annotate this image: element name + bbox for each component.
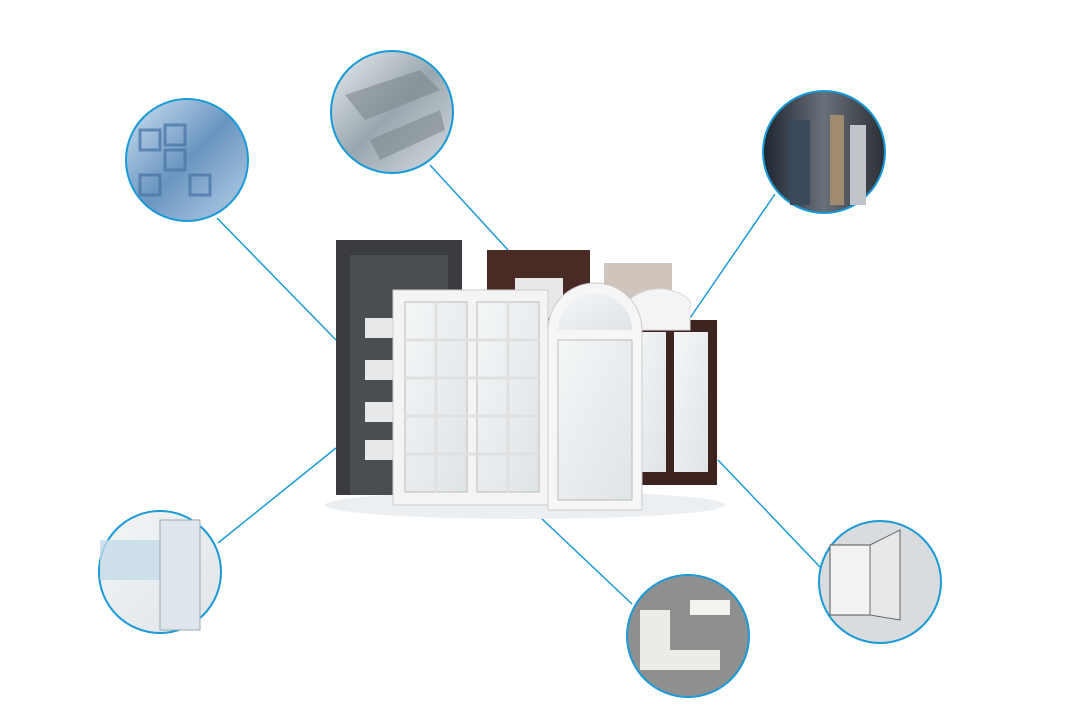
doors-and-windows — [325, 240, 725, 519]
connector-line — [689, 193, 776, 319]
connector-lines — [216, 164, 821, 605]
connector-line — [717, 459, 821, 568]
callout-profile-cross-section — [626, 574, 750, 698]
callout-aluminium-channel-profile — [330, 50, 454, 174]
callout-pvc-profile-section — [98, 510, 222, 634]
connector-line — [217, 447, 337, 544]
arched-window — [547, 282, 643, 511]
connector-line — [216, 217, 337, 341]
callout-dark-metal-profiles — [762, 90, 886, 214]
white-double-window — [392, 289, 549, 506]
connector-line — [429, 164, 509, 251]
callout-aluminium-profile-stack — [125, 98, 249, 222]
callout-window-frame-corner — [818, 520, 942, 644]
